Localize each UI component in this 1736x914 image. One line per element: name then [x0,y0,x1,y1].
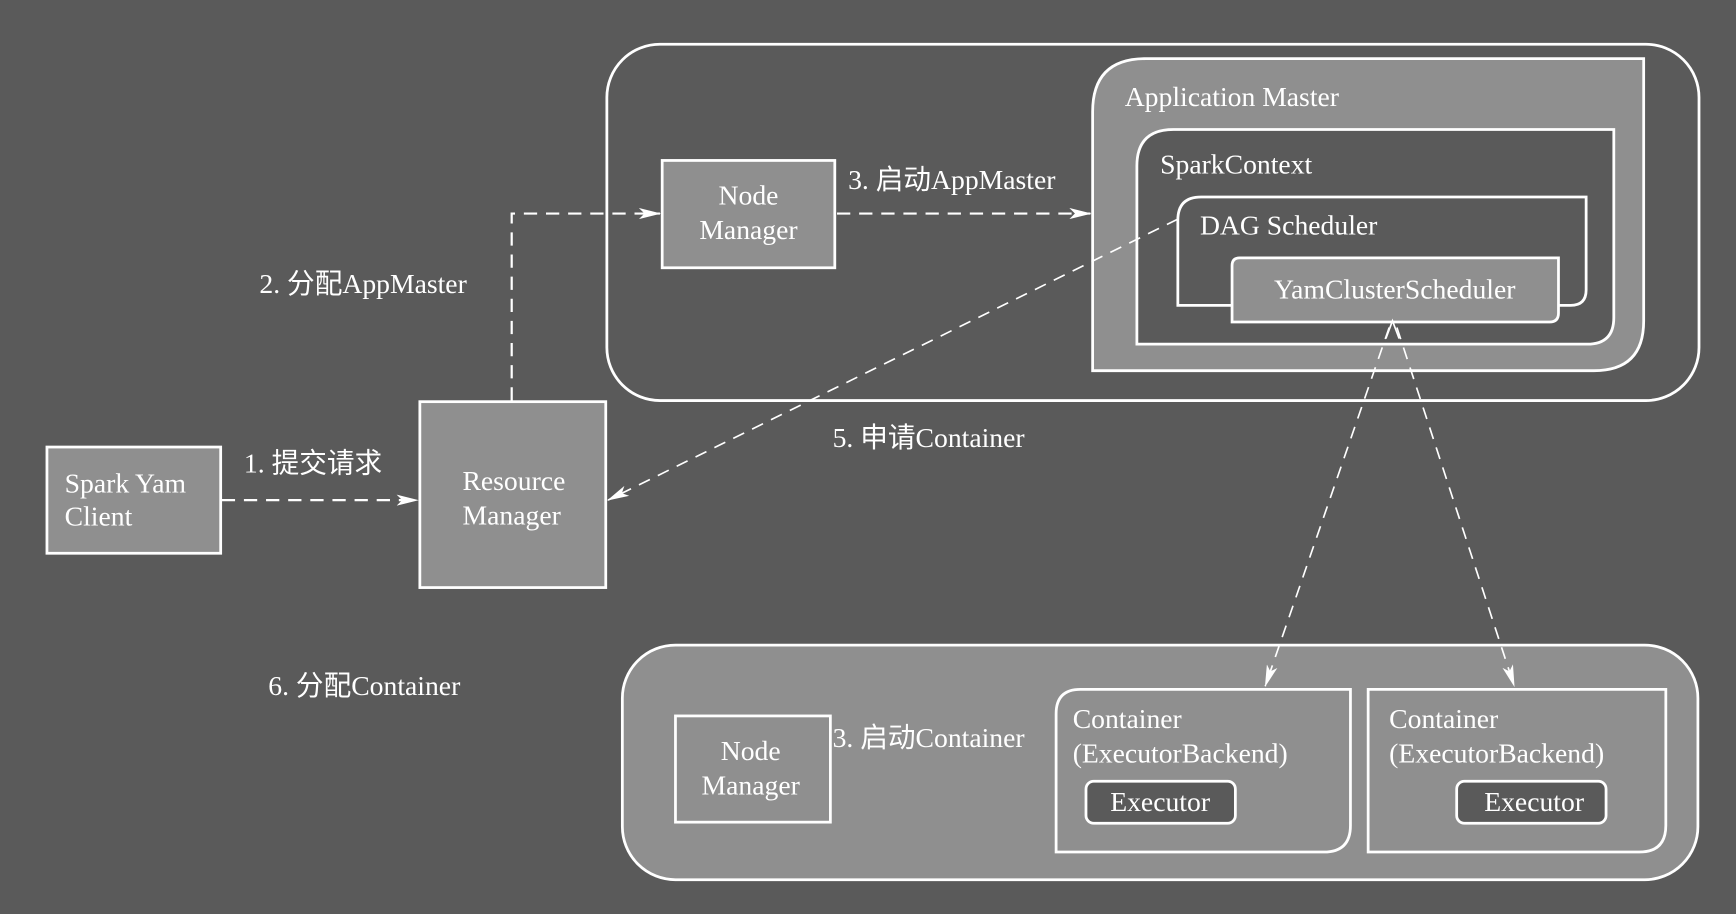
container-1-line1: Container [1073,703,1182,734]
node-manager-bottom-box [674,714,832,824]
node-manager-top-line1: Node [719,180,779,211]
node-manager-bottom-line1: Node [721,735,781,766]
dag-scheduler-label: DAG Scheduler [1200,210,1377,241]
edge-step2-label: 2. 分配AppMaster [259,268,466,299]
client-box [45,445,223,555]
edge-request-container [606,218,1179,501]
yarn-cluster-scheduler-box [1230,256,1560,324]
container-2-line1: Container [1389,703,1498,734]
edge-step3-app-label: 3. 启动AppMaster [848,164,1055,195]
resource-manager-box [418,400,608,589]
yarn-cluster-scheduler-label: YamClusterScheduler [1274,274,1515,305]
application-master-label: Application Master [1125,81,1339,112]
client-line2: Client [65,501,133,532]
spark-context-label: SparkContext [1160,149,1312,180]
scheduler-arrowhead-up [1385,318,1400,339]
node-manager-bottom-line2: Manager [702,769,800,800]
resource-manager-line2: Manager [463,499,561,530]
edge-step6-label: 6. 分配Container [268,670,460,701]
edge-step3-container-label: 3. 启动Container [833,722,1025,753]
node-manager-top-box [660,159,837,270]
edge-scheduler-to-container-1 [1264,327,1390,688]
executor-2-label: Executor [1484,786,1584,817]
executor-1-label: Executor [1110,786,1210,817]
client-line1: Spark Yam [65,467,187,498]
container-1-line2: (ExecutorBackend) [1073,737,1288,768]
edge-allocate-appmaster [510,208,662,401]
node-manager-top-line2: Manager [699,214,797,245]
container-2-line2: (ExecutorBackend) [1389,737,1604,768]
executor-box-1 [1084,779,1237,825]
edge-step1-label: 1. 提交请求 [244,447,382,478]
edge-step5-label: 5. 申请Container [833,422,1025,453]
executor-box-2 [1455,779,1608,825]
resource-manager-line1: Resource [462,465,565,496]
top-node-frame [605,42,1701,402]
